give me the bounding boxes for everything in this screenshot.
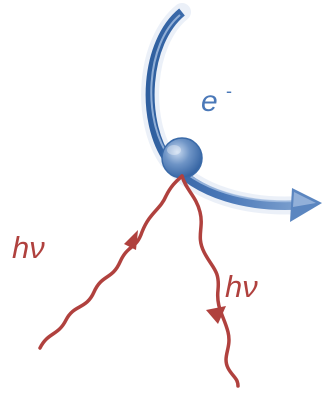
electron-symbol: e xyxy=(201,85,218,118)
incoming-photon-arrowhead xyxy=(124,230,138,250)
nucleus-sphere xyxy=(162,138,202,178)
outgoing-photon-label: hν xyxy=(225,269,258,304)
electron-label: e - xyxy=(201,81,232,118)
incoming-photon-label: hν xyxy=(12,230,45,265)
electron-path-arrow xyxy=(150,12,322,222)
electron-charge-superscript: - xyxy=(226,81,232,101)
incoming-photon-wave xyxy=(40,176,182,348)
incoming-photon-line xyxy=(40,176,182,348)
